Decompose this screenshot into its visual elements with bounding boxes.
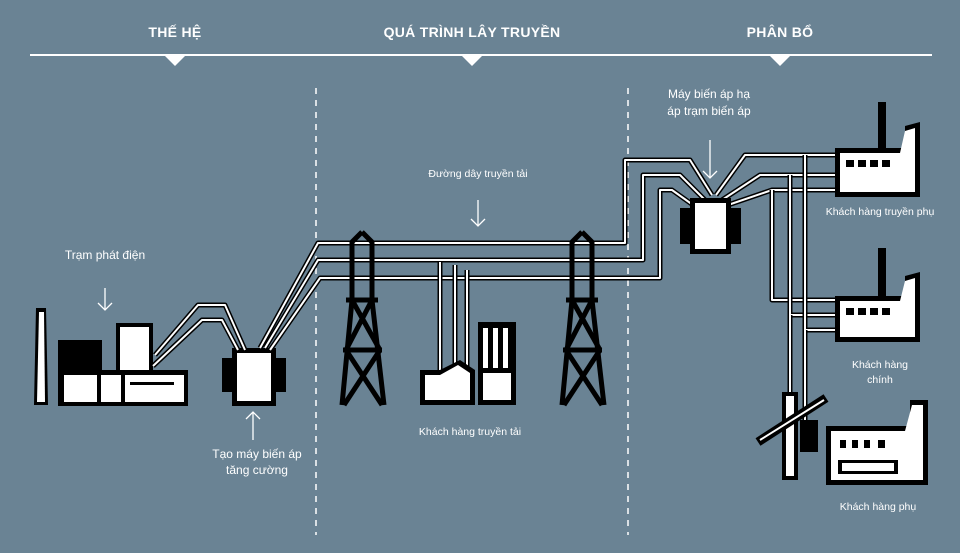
section-title-distribution: PHÂN BỔ <box>747 23 814 40</box>
down-arrow-icon <box>702 140 718 179</box>
transmission-tower-right <box>559 230 607 407</box>
step-down-transformer <box>680 198 741 254</box>
down-arrow-icon <box>470 200 486 227</box>
primary-customer-factory <box>835 248 920 342</box>
subtransmission-customer-factory <box>835 102 920 197</box>
up-arrow-icon <box>245 411 261 440</box>
label-step-up-2: tăng cường <box>226 463 288 477</box>
down-arrow-icon <box>97 288 113 311</box>
secondary-customer-house <box>826 400 928 485</box>
label-step-up-1: Tạo máy biến áp <box>212 447 302 461</box>
header-pointer-distribution <box>769 55 791 66</box>
header-pointer-transmission <box>461 55 483 66</box>
section-title-transmission: QUÁ TRÌNH LÂY TRUYỀN <box>384 23 561 40</box>
section-header: THẾ HỆ QUÁ TRÌNH LÂY TRUYỀN PHÂN BỔ <box>30 23 932 66</box>
power-lines <box>151 152 835 430</box>
label-step-down-2: áp trạm biến áp <box>667 104 751 118</box>
label-transmission-lines: Đường dây truyền tải <box>428 168 527 180</box>
label-subtransmission-customer: Khách hàng truyền phụ <box>826 206 935 218</box>
labels: Trạm phát điện Tạo máy biến áp tăng cườn… <box>65 87 935 513</box>
distribution-pole <box>755 392 829 480</box>
label-primary-customer-1: Khách hàng <box>852 359 908 371</box>
label-step-down-1: Máy biến áp hạ <box>668 87 750 101</box>
label-secondary-customer: Khách hàng phụ <box>840 501 917 513</box>
section-title-generation: THẾ HỆ <box>148 23 201 40</box>
label-primary-customer-2: chính <box>867 374 893 386</box>
step-up-transformer <box>222 348 286 406</box>
transmission-customer-factory <box>420 322 516 405</box>
transmission-tower-left <box>339 230 387 407</box>
power-plant <box>34 308 188 406</box>
arrow-icons <box>97 140 718 440</box>
pole-transformer <box>800 420 818 452</box>
header-pointer-generation <box>164 55 186 66</box>
label-transmission-customer: Khách hàng truyền tải <box>419 426 521 438</box>
label-power-plant: Trạm phát điện <box>65 248 145 262</box>
